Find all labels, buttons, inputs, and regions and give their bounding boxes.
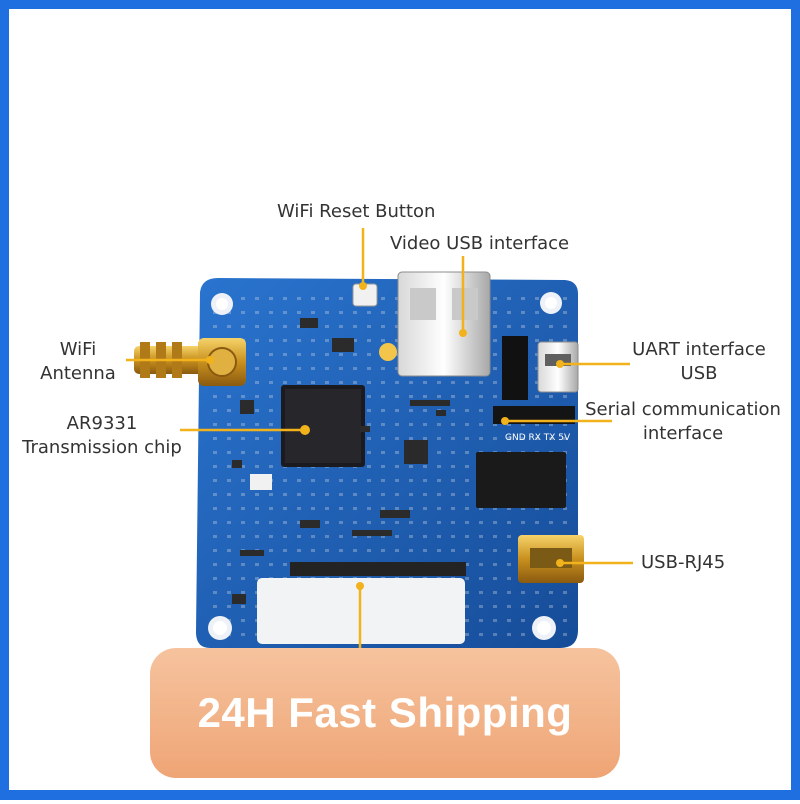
wifi-reset-button-label: WiFi Reset Button — [277, 201, 436, 222]
mounting-holes — [208, 292, 562, 640]
usb-rj45-label: USB-RJ45 — [641, 552, 726, 573]
transmission-chip-label: AR9331 Transmission chip — [14, 412, 190, 460]
serial-communication-label-line1: Serial communication — [585, 399, 781, 420]
leader-dots — [206, 282, 564, 590]
uart-interface-label: UART interface USB — [628, 338, 770, 386]
wifi-antenna-label-line1: WiFi — [59, 339, 97, 360]
ribbon-connector — [290, 562, 466, 576]
svg-text:GND RX TX 5V: GND RX TX 5V — [505, 433, 571, 443]
video-usb-interface-label: Video USB interface — [390, 233, 570, 254]
jumper-header — [502, 336, 528, 400]
serial-communication-label: Serial communication interface — [580, 398, 786, 446]
wifi-antenna-label: WiFi Antenna — [30, 338, 126, 386]
fast-shipping-banner-text: 24H Fast Shipping — [197, 689, 573, 736]
antenna-connector — [134, 338, 246, 386]
transmission-chip-label-line1: AR9331 — [66, 413, 138, 434]
uart-interface-label-line2: USB — [680, 363, 718, 384]
serial-pin-header: GND RX TX 5V — [493, 406, 575, 443]
leader-lines — [126, 228, 633, 648]
uart-interface-label-line1: UART interface — [632, 339, 766, 360]
usb-a-port — [379, 271, 491, 377]
small-components — [232, 318, 450, 604]
driver-ic — [476, 452, 566, 508]
wifi-antenna-label-line2: Antenna — [40, 363, 116, 384]
serial-communication-label-line2: interface — [642, 423, 724, 444]
transmission-chip-label-line2: Transmission chip — [22, 437, 182, 458]
fast-shipping-banner: 24H Fast Shipping — [150, 648, 620, 778]
mini-usb-port — [518, 535, 584, 583]
